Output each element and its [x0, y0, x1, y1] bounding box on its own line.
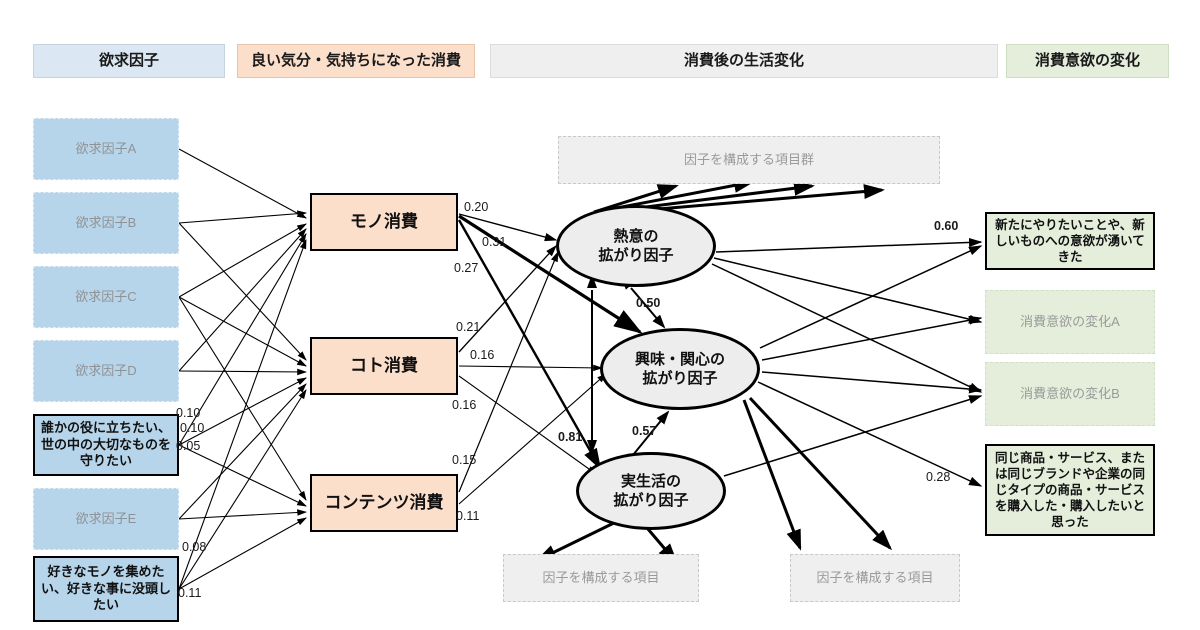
coef-mono-to-enthusiasm: 0.20 [464, 200, 489, 214]
outcome-repeat-purchase[interactable]: 同じ商品・サービス、または同じブランドや企業の同じタイプの商品・サービスを購入し… [985, 444, 1155, 536]
desire-factor-b[interactable]: 欲求因子B [33, 192, 179, 254]
desire-factor-d[interactable]: 欲求因子D [33, 340, 179, 402]
latent-factor-enthusiasm[interactable]: 熱意の拡がり因子 [556, 205, 716, 287]
latent-factor-real-life[interactable]: 実生活の拡がり因子 [576, 452, 726, 530]
outcome-motivation-change-a[interactable]: 消費意欲の変化A [985, 290, 1155, 354]
consumption-mono[interactable]: モノ消費 [310, 193, 458, 251]
coef-help-to-contents: 0.05 [176, 439, 201, 453]
desire-factor-help-others[interactable]: 誰かの役に立ちたい、世の中の大切なものを守りたい [33, 414, 179, 476]
coef-contents-to-enthusiasm: 0.15 [452, 453, 477, 467]
item-group-bottom-right: 因子を構成する項目 [790, 554, 960, 602]
coef-enthusiasm-to-new-motivation: 0.60 [934, 219, 959, 233]
header-consumption-motivation-change: 消費意欲の変化 [1006, 44, 1169, 78]
latent-factor-interest-label: 興味・関心の拡がり因子 [634, 350, 725, 388]
outcome-new-motivation[interactable]: 新たにやりたいことや、新しいものへの意欲が湧いてきた [985, 212, 1155, 270]
consumption-contents[interactable]: コンテンツ消費 [310, 474, 458, 532]
coef-mono-to-real-life: 0.27 [454, 261, 479, 275]
coef-koto-to-enthusiasm: 0.21 [456, 320, 481, 334]
coef-mono-to-interest: 0.31 [482, 235, 507, 249]
coef-koto-to-interest: 0.16 [470, 348, 495, 362]
latent-factor-enthusiasm-label: 熱意の拡がり因子 [598, 227, 674, 265]
coef-enthusiasm-interest: 0.50 [636, 296, 661, 310]
latent-factor-interest[interactable]: 興味・関心の拡がり因子 [600, 328, 760, 410]
item-group-bottom-left: 因子を構成する項目 [503, 554, 699, 602]
desire-to-consumption-arrows [178, 148, 308, 590]
latent-factor-real-life-label: 実生活の拡がり因子 [613, 472, 689, 510]
coef-help-to-mono: 0.10 [176, 406, 201, 420]
desire-factor-a[interactable]: 欲求因子A [33, 118, 179, 180]
item-group-top: 因子を構成する項目群 [558, 136, 940, 184]
coef-interest-to-repeat-purchase: 0.28 [926, 470, 951, 484]
desire-factor-collect-immerse[interactable]: 好きなモノを集めたい、好きな事に没頭したい [33, 556, 179, 622]
header-life-change-after-consumption: 消費後の生活変化 [490, 44, 998, 78]
desire-factor-c[interactable]: 欲求因子C [33, 266, 179, 328]
coef-enthusiasm-real-life: 0.81 [558, 430, 583, 444]
coef-collect-to-contents: 0.11 [178, 586, 202, 600]
consumption-koto[interactable]: コト消費 [310, 337, 458, 395]
coef-koto-to-real-life: 0.16 [452, 398, 477, 412]
header-good-mood-consumption: 良い気分・気持ちになった消費 [237, 44, 475, 78]
header-desire-factors: 欲求因子 [33, 44, 225, 78]
coef-collect-to-koto: 0.08 [182, 540, 207, 554]
desire-factor-e[interactable]: 欲求因子E [33, 488, 179, 550]
coef-help-to-koto: 0.10 [180, 421, 205, 435]
coef-interest-real-life: 0.57 [632, 424, 657, 438]
outcome-motivation-change-b[interactable]: 消費意欲の変化B [985, 362, 1155, 426]
coef-contents-to-interest: 0.11 [456, 509, 480, 523]
